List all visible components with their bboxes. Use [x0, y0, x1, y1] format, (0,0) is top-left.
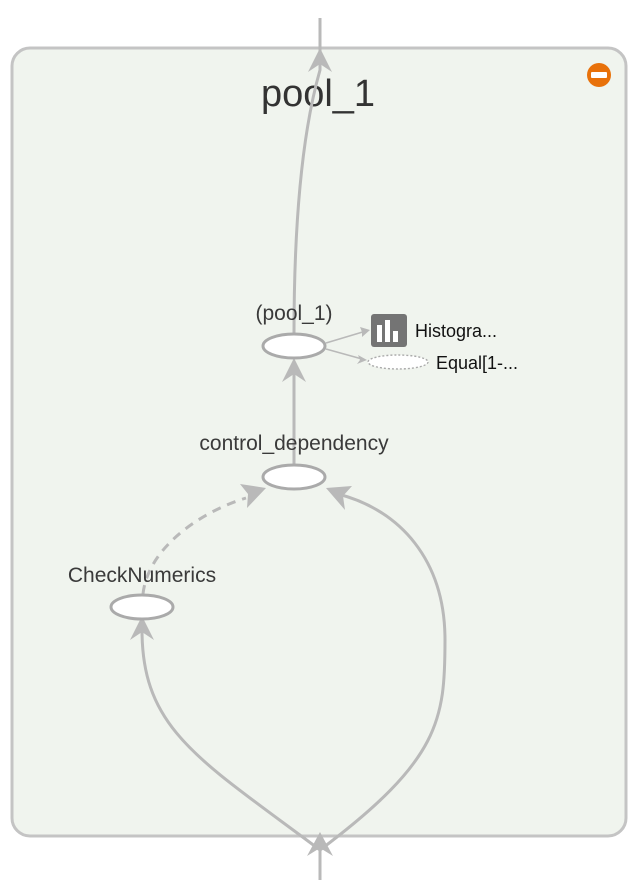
node-pool-1-label: (pool_1)	[255, 302, 332, 325]
edge-input-to-check-arrowhead	[130, 616, 154, 640]
input-arrowhead	[307, 832, 333, 856]
aux-node-histogram[interactable]: Histogra...	[371, 314, 497, 347]
histogram-icon	[371, 314, 407, 347]
edge-check-to-control	[141, 496, 247, 595]
edge-pool-to-equal-arrowhead	[357, 355, 367, 364]
aux-node-equal[interactable]: Equal[1-...	[367, 353, 518, 373]
edge-pool-to-histogram-arrowhead	[360, 327, 370, 337]
edge-control-to-pool-arrowhead	[282, 358, 306, 382]
node-control-dependency[interactable]: control_dependency	[199, 432, 389, 491]
node-check-numerics[interactable]: CheckNumerics	[68, 564, 216, 621]
output-arrowhead	[308, 48, 332, 72]
minus-circle-icon[interactable]	[587, 63, 611, 87]
aux-node-equal-label: Equal[1-...	[436, 353, 518, 373]
edge-output	[292, 18, 322, 335]
edge-pool-to-histogram	[325, 330, 367, 344]
edge-input-to-check	[140, 629, 321, 852]
node-control-dependency-label: control_dependency	[199, 432, 389, 455]
aux-node-histogram-label: Histogra...	[415, 321, 497, 341]
node-check-numerics-label: CheckNumerics	[68, 564, 216, 587]
edge-input-to-control-arrowhead	[326, 486, 352, 510]
edge-check-to-control-arrowhead	[240, 484, 266, 508]
edge-input-to-control	[319, 492, 447, 852]
node-pool-1[interactable]: (pool_1)	[255, 302, 333, 360]
edge-pool-to-equal	[325, 348, 363, 360]
